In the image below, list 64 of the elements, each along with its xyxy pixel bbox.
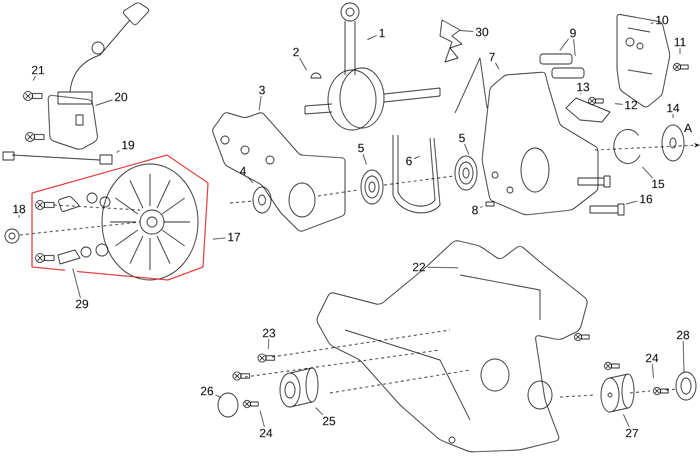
callout-number: 16 xyxy=(640,194,652,204)
leader-line xyxy=(573,38,576,56)
callout-number: 14 xyxy=(667,104,680,112)
leader-line xyxy=(614,103,623,105)
callout-number: 22 xyxy=(412,262,426,272)
leader-line xyxy=(116,150,120,153)
leader-line xyxy=(215,394,222,398)
leader-line xyxy=(623,414,630,428)
callout-number: 3 xyxy=(259,86,265,94)
leader-line xyxy=(95,100,113,106)
callout-number: 27 xyxy=(626,428,638,438)
leader-line xyxy=(18,214,20,218)
leader-line xyxy=(480,206,484,208)
callout-number: 5 xyxy=(459,134,465,142)
leader-line xyxy=(72,268,81,298)
callout-number: 12 xyxy=(625,100,638,110)
callout-number: 24 xyxy=(260,428,272,438)
callout-number: 15 xyxy=(652,180,664,188)
leader-line xyxy=(32,76,36,81)
callout-number: 29 xyxy=(76,300,88,308)
callout-number: 10 xyxy=(656,16,668,24)
callout-number: 26 xyxy=(200,386,214,396)
callout-number: 23 xyxy=(262,328,276,338)
callout-number: 24 xyxy=(646,354,658,362)
callout-number: 5 xyxy=(358,144,364,152)
callout-number: 19 xyxy=(122,140,134,150)
callout-number: 9 xyxy=(570,28,576,38)
leader-line xyxy=(427,266,458,268)
callout-number: 30 xyxy=(476,28,488,36)
callout-number: 28 xyxy=(676,330,690,340)
callout-number: 7 xyxy=(489,52,495,62)
callout-number: 2 xyxy=(293,48,299,56)
leader-line xyxy=(625,200,638,204)
callout-number: 11 xyxy=(674,38,686,46)
callout-number: 25 xyxy=(322,416,336,426)
callout-number: 1 xyxy=(380,28,385,38)
leader-line xyxy=(682,340,684,372)
leader-line xyxy=(560,38,569,51)
axis-label: A xyxy=(684,124,692,132)
leader-line xyxy=(367,35,378,40)
callout-number: 4 xyxy=(240,166,246,176)
leader-line xyxy=(495,62,500,70)
callout-number: 21 xyxy=(32,66,44,74)
leader-line xyxy=(212,238,226,240)
leader-line xyxy=(248,176,254,184)
leader-line xyxy=(260,410,265,428)
leader-line xyxy=(258,96,262,110)
leader-line xyxy=(315,407,324,416)
callout-number: 17 xyxy=(228,232,240,242)
leader-line xyxy=(642,166,653,178)
leader-line xyxy=(362,154,367,165)
leader-line xyxy=(460,30,474,32)
leader-line xyxy=(299,58,307,70)
leader-line xyxy=(652,364,654,378)
callout-number: 13 xyxy=(577,82,590,92)
leader-line xyxy=(414,156,420,159)
leader-line xyxy=(464,144,470,155)
leader-line xyxy=(650,22,654,24)
callout-number: 18 xyxy=(13,204,26,214)
callout-number: 20 xyxy=(114,92,128,102)
leader-line xyxy=(672,114,674,118)
leader-line xyxy=(268,338,270,350)
callout-number: 8 xyxy=(472,206,478,214)
callout-number: 6 xyxy=(406,156,412,166)
